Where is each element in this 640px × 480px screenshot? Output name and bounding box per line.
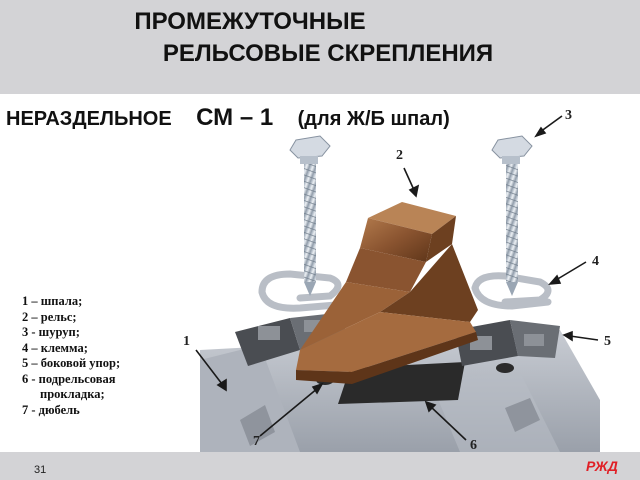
- rzd-logo-icon: РЖД: [586, 458, 618, 474]
- legend-item: 2 – рельс;: [22, 309, 77, 324]
- clamp-icon-right: [471, 272, 552, 310]
- callout-4: 4: [592, 254, 599, 269]
- rail-icon: [296, 202, 478, 384]
- subtitle-type: НЕРАЗДЕЛЬНОЕ: [6, 108, 172, 130]
- legend-item: 1 – шпала;: [22, 294, 83, 308]
- legend: 1 – шпала; 2 – рельс; 3 - шуруп; 4 – кле…: [22, 294, 120, 418]
- callout-7: 7: [253, 434, 260, 449]
- legend-item: 6 - подрельсовая: [22, 371, 116, 386]
- header-bar: [0, 0, 640, 94]
- legend-item: 5 – боковой упор;: [22, 356, 121, 370]
- legend-item: 7 - дюбель: [22, 402, 80, 417]
- subtitle-model: СМ – 1: [196, 104, 274, 131]
- legend-item: прокладка;: [40, 387, 105, 401]
- callout-2: 2: [396, 148, 403, 163]
- callout-5: 5: [604, 334, 611, 349]
- screw-icon-right: [491, 135, 533, 296]
- page-title-line2: РЕЛЬСОВЫЕ СКРЕПЛЕНИЯ: [162, 40, 494, 67]
- subtitle: НЕРАЗДЕЛЬНОЕ СМ – 1 (для Ж/Б шпал): [6, 104, 450, 132]
- legend-item: 4 – клемма;: [22, 340, 88, 355]
- page-title-line1: ПРОМЕЖУТОЧНЫЕ: [134, 8, 366, 35]
- clamp-icon-left: [258, 270, 352, 312]
- callout-1: 1: [183, 334, 190, 349]
- side-stop-icon-right: [455, 320, 560, 366]
- footer-bar: [0, 452, 640, 480]
- callout-3: 3: [565, 108, 572, 123]
- page-number: 31: [34, 464, 47, 476]
- legend-item: 3 - шуруп;: [22, 325, 80, 339]
- subtitle-note: (для Ж/Б шпал): [297, 108, 450, 130]
- callout-6: 6: [470, 438, 477, 453]
- screw-icon-left: [289, 135, 331, 296]
- callout-arrows: [195, 115, 599, 441]
